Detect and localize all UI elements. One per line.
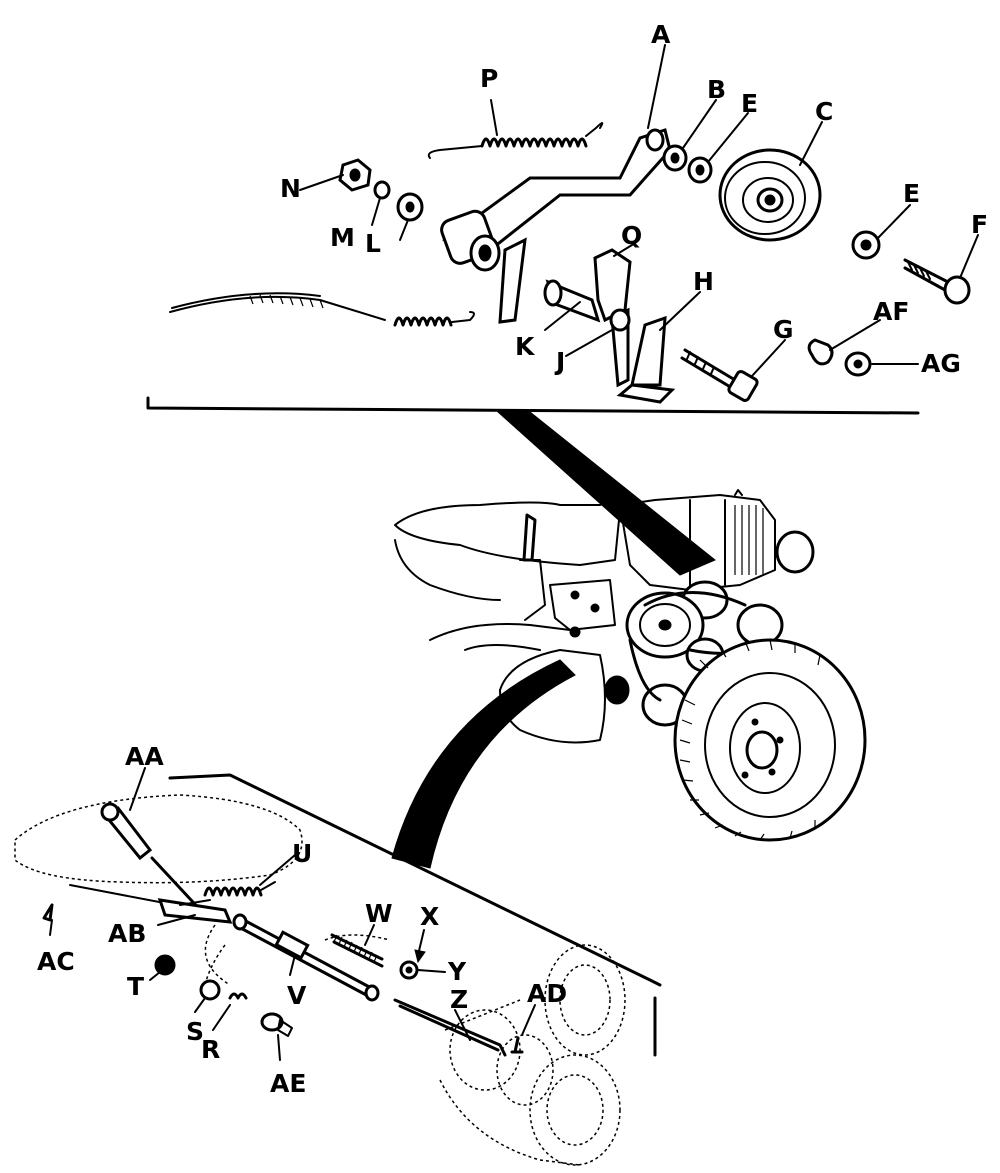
label-r: R <box>201 1035 220 1064</box>
spring-r <box>228 992 248 1000</box>
label-j: J <box>554 347 565 376</box>
knob-t <box>154 954 176 976</box>
dashed-link-a <box>204 924 231 986</box>
top-frame-line <box>146 396 920 415</box>
label-z: Z <box>450 985 468 1014</box>
label-k: K <box>515 332 536 361</box>
label-t: T <box>127 972 144 1001</box>
label-s: S <box>186 1017 204 1046</box>
top-exploded-view <box>146 44 979 415</box>
transmission-gears <box>439 944 626 1166</box>
label-b: B <box>707 75 726 104</box>
lock-washer-m <box>373 180 391 200</box>
rod-z <box>393 998 507 1057</box>
rod-v <box>232 913 380 1002</box>
control-cable <box>169 292 475 327</box>
seat-outline <box>14 794 303 884</box>
label-ae: AE <box>270 1069 306 1098</box>
idler-pulley-c <box>718 148 822 242</box>
label-h: H <box>693 267 714 296</box>
label-c: C <box>815 97 833 126</box>
top-leader-lines <box>299 44 979 377</box>
label-e-right: E <box>903 179 920 208</box>
label-e-upper: E <box>741 89 758 118</box>
label-ab: AB <box>108 919 146 948</box>
lever-ab <box>69 884 233 924</box>
label-n: N <box>280 174 301 203</box>
bracket-h <box>616 315 676 404</box>
bottom-exploded-view <box>14 767 662 1166</box>
label-p: P <box>480 64 498 93</box>
connector-band-top <box>496 411 716 576</box>
bolt-f <box>903 258 971 305</box>
label-u: U <box>292 839 312 868</box>
connector-band-bottom <box>391 659 576 869</box>
part-labels: A B E C E F G H J K L M N P Q AF AG AA U… <box>37 20 988 1098</box>
pin-ac <box>42 903 54 922</box>
label-af: AF <box>873 297 909 326</box>
label-q: Q <box>621 221 642 250</box>
handle-aa <box>100 802 207 917</box>
label-g: G <box>773 315 794 344</box>
label-m: M <box>330 223 355 252</box>
label-ag: AG <box>921 349 961 378</box>
bolt-ae <box>260 1012 293 1037</box>
label-ad: AD <box>527 979 567 1008</box>
tractor-view <box>394 489 867 842</box>
label-a: A <box>651 20 671 49</box>
lever-j <box>609 307 631 388</box>
spring-u <box>203 881 276 897</box>
bolt-g <box>680 348 759 402</box>
bottom-leader-lines <box>49 767 536 1061</box>
clip-af <box>807 338 834 366</box>
washer-s <box>199 979 221 1001</box>
label-l: L <box>365 229 381 258</box>
label-w: W <box>365 899 393 928</box>
label-f: F <box>971 210 988 239</box>
label-ac: AC <box>37 947 75 976</box>
spring-p <box>427 122 604 159</box>
bottom-frame-line <box>168 773 662 987</box>
label-aa: AA <box>125 742 164 771</box>
label-x: X <box>420 902 439 931</box>
label-v: V <box>287 981 307 1010</box>
label-y: Y <box>447 957 467 986</box>
